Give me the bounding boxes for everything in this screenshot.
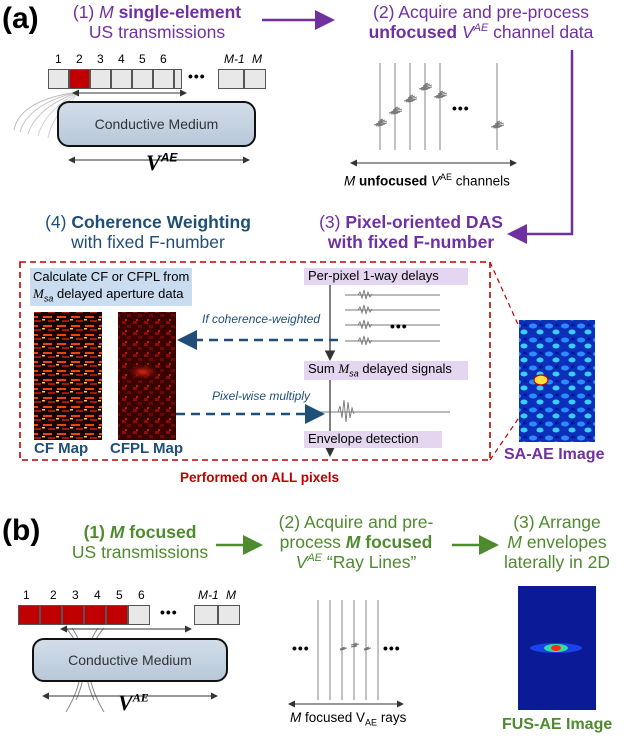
performed-label: Performed on ALL pixels bbox=[180, 470, 340, 485]
cf-map-image bbox=[34, 312, 102, 440]
element-number: 1 bbox=[55, 52, 62, 66]
step3-title: (3) Pixel-oriented DAS with fixed F-numb… bbox=[319, 212, 503, 253]
element-number: 5 bbox=[139, 52, 146, 66]
array-element bbox=[218, 69, 244, 89]
element-number: 2 bbox=[50, 588, 57, 602]
all-pixels-box bbox=[19, 261, 491, 461]
cfpl-map-label: CFPL Map bbox=[110, 440, 184, 457]
array-element bbox=[132, 69, 153, 89]
arrow-step2-to-step3 bbox=[507, 50, 574, 244]
array-element-active bbox=[84, 605, 106, 625]
pixelwise-label: Pixel-wise multiply bbox=[212, 389, 311, 403]
sa-ae-image bbox=[519, 320, 595, 442]
signals-ellipsis: ••• bbox=[390, 318, 408, 334]
ray-lines bbox=[317, 600, 379, 700]
array-ellipsis: ••• bbox=[160, 604, 178, 620]
array-element bbox=[153, 69, 174, 89]
step4-title: (4) Coherence Weighting with fixed F-num… bbox=[45, 212, 251, 253]
array-element bbox=[90, 69, 111, 89]
array-element bbox=[128, 605, 150, 625]
sum-label: Sum Msa delayed signals bbox=[304, 361, 468, 380]
channels-caption: M unfocused VAE channels bbox=[344, 172, 510, 189]
array-element bbox=[48, 69, 69, 89]
array-element-active bbox=[69, 69, 90, 89]
channel-waveforms bbox=[373, 63, 505, 150]
step2-title: (2) Acquire and pre-process unfocused VA… bbox=[368, 2, 594, 43]
element-number: 3 bbox=[97, 52, 104, 66]
array-ellipsis: ••• bbox=[188, 68, 206, 84]
vae-label-b: VAE bbox=[118, 690, 149, 715]
rays-ellipsis-right: ••• bbox=[383, 640, 401, 656]
element-number: M-1 bbox=[224, 52, 245, 66]
element-number: 4 bbox=[94, 588, 101, 602]
array-element bbox=[194, 605, 218, 625]
element-number: 6 bbox=[138, 588, 145, 602]
b-step2-title: (2) Acquire and pre- process M focused V… bbox=[278, 512, 434, 573]
delays-label: Per-pixel 1-way delays bbox=[304, 268, 468, 285]
rays-ellipsis-left: ••• bbox=[292, 640, 310, 656]
element-number: M bbox=[226, 588, 236, 602]
conductive-medium-a: Conductive Medium bbox=[57, 101, 256, 147]
element-number: 3 bbox=[72, 588, 79, 602]
b-step3-title: (3) Arrange M envelopes laterally in 2D bbox=[503, 512, 611, 573]
array-element-active bbox=[18, 605, 40, 625]
array-element-active bbox=[62, 605, 84, 625]
element-number: 2 bbox=[76, 52, 83, 66]
array-element-active bbox=[106, 605, 128, 625]
if-coherence-label: If coherence-weighted bbox=[202, 312, 321, 326]
envelope-label: Envelope detection bbox=[304, 431, 442, 448]
array-element bbox=[244, 69, 266, 89]
channel-ellipsis: ••• bbox=[452, 100, 470, 116]
panel-b-label: (b) bbox=[2, 514, 41, 547]
element-number: M-1 bbox=[198, 588, 219, 602]
element-number: 5 bbox=[116, 588, 123, 602]
delayed-signals bbox=[320, 289, 450, 423]
element-number: M bbox=[252, 52, 262, 66]
element-number: 1 bbox=[23, 588, 30, 602]
medium-label: Conductive Medium bbox=[68, 652, 192, 668]
medium-label: Conductive Medium bbox=[94, 116, 219, 132]
step1-title: (1) M single-element US transmissions bbox=[72, 2, 242, 43]
sa-ae-label: SA-AE Image bbox=[504, 446, 605, 463]
element-number: 6 bbox=[160, 52, 167, 66]
calc-cf-note: Calculate CF or CFPL from Msa delayed ap… bbox=[30, 268, 193, 307]
array-element bbox=[174, 69, 182, 89]
conductive-medium-b: Conductive Medium bbox=[32, 638, 228, 682]
b-step1-title: (1) M focused US transmissions bbox=[71, 522, 209, 563]
rays-caption: M focused VAE rays bbox=[290, 710, 407, 728]
fus-ae-label: FUS-AE Image bbox=[502, 716, 613, 733]
vae-label-a: VAE bbox=[146, 150, 178, 175]
element-number: 4 bbox=[118, 52, 125, 66]
array-element bbox=[111, 69, 132, 89]
array-element bbox=[218, 605, 240, 625]
array-element-active bbox=[40, 605, 62, 625]
cf-map-label: CF Map bbox=[34, 440, 89, 457]
zoom-line-top bbox=[489, 261, 543, 379]
panel-a-label: (a) bbox=[2, 2, 39, 35]
